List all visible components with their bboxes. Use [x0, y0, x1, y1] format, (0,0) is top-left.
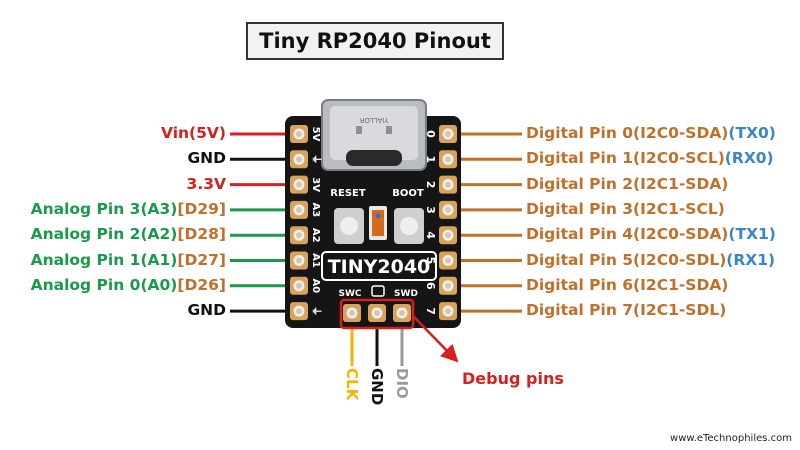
pin-label-part: Digital Pin 1(I2C0-SCL) — [526, 149, 725, 168]
pin-label-part: Analog Pin 3(A3) — [30, 199, 178, 218]
left-silk-5: A1 — [310, 253, 321, 268]
watermark: www.eTechnophiles.com — [670, 433, 792, 444]
right-pad-5 — [439, 251, 457, 270]
board-name-frame — [321, 251, 437, 281]
board-name: TINY2040 — [328, 256, 431, 278]
pin-label-part: Digital Pin 0(I2C0-SDA) — [526, 124, 729, 142]
usb-label: YIALLOR — [359, 116, 389, 124]
pin-label-part: GND — [187, 301, 226, 320]
pin-label-part: Digital Pin 2(I2C1-SDA) — [526, 174, 729, 193]
right-pin-label: Digital Pin 2(I2C1-SDA) — [526, 174, 728, 194]
boot-label: BOOT — [392, 188, 424, 199]
pin-label-part: GND — [187, 149, 226, 168]
right-pads — [439, 125, 457, 321]
pin-label-part: [D26] — [177, 275, 226, 294]
right-silk-5: 5 — [424, 257, 437, 265]
swc-label: SWC — [338, 289, 361, 299]
left-pin-label: Analog Pin 2(A2)[D28] — [31, 224, 226, 244]
right-silk-2: 2 — [424, 181, 437, 189]
right-pin-label: Digital Pin 4(I2C0-SDA)(TX1) — [526, 224, 776, 244]
left-pin-label: Analog Pin 0(A0)[D26] — [31, 275, 226, 295]
right-pin-label: Digital Pin 5(I2C0-SDL)(RX1) — [526, 250, 775, 270]
left-silk-3: A3 — [310, 203, 321, 218]
pin-label-part: Digital Pin 5(I2C0-SDL) — [526, 250, 727, 269]
pin-label-part: [D27] — [177, 250, 226, 269]
left-pin-label: GND — [187, 148, 226, 168]
debug-pin-label: CLK — [343, 368, 361, 401]
right-pad-0 — [439, 125, 457, 143]
left-pin-label: Analog Pin 1(A1)[D27] — [31, 250, 226, 270]
debug-pin-label: DIO — [393, 368, 411, 399]
right-silk-6: 6 — [424, 282, 437, 290]
left-silk-2: 3V — [310, 177, 321, 192]
usb-c-port — [346, 150, 402, 166]
pin-label-part: (TX1) — [728, 225, 776, 244]
left-pin-label: Analog Pin 3(A3)[D29] — [31, 199, 226, 219]
left-pad-1 — [290, 150, 308, 169]
right-pad-7 — [439, 302, 457, 321]
right-silk-4: 4 — [424, 231, 437, 239]
left-silk-7: ⏚ — [310, 306, 322, 316]
right-silk-0: 0 — [424, 130, 437, 138]
right-pin-label: Digital Pin 3(I2C1-SCL) — [526, 199, 725, 219]
pin-label-part: 3.3V — [186, 174, 226, 193]
left-pin-label: 3.3V — [187, 174, 226, 194]
right-silk-1: 1 — [424, 155, 437, 163]
pin-label-part: Digital Pin 3(I2C1-SCL) — [526, 199, 725, 218]
usb-c-shell — [330, 106, 418, 160]
pin-label-part: [D29] — [177, 199, 226, 218]
tiny2040-board: YIALLOR RESET BOOT TINY2040 SWC SWD 5V ⏚ 3… — [285, 99, 461, 328]
debug-pad-2 — [393, 304, 411, 322]
left-silk-0: 5V — [310, 127, 321, 142]
left-pad-0 — [290, 125, 308, 143]
right-pad-3 — [439, 200, 457, 219]
swd-label: SWD — [394, 289, 418, 299]
left-silk-4: A2 — [310, 228, 321, 243]
left-pad-2 — [290, 175, 308, 194]
right-silk-3: 3 — [424, 206, 437, 214]
debug-pins-label: Debug pins — [462, 369, 564, 388]
left-silk-6: A0 — [310, 278, 321, 293]
pin-label-part: (RX0) — [724, 149, 774, 168]
left-pad-5 — [290, 251, 308, 270]
pin-label-part: [D28] — [177, 225, 226, 244]
pin-label-part: Vin(5V) — [160, 124, 226, 142]
right-pad-2 — [439, 175, 457, 194]
left-pin-label: Vin(5V) — [161, 123, 226, 143]
right-pad-1 — [439, 150, 457, 169]
pin-label-part: (TX0) — [728, 124, 776, 142]
right-pad-6 — [439, 276, 457, 295]
pin-label-part: (RX1) — [726, 250, 776, 269]
diagram-title: Tiny RP2040 Pinout — [246, 22, 504, 60]
debug-arrow — [412, 315, 459, 363]
left-pin-label: GND — [187, 300, 226, 320]
pin-label-part: Digital Pin 6(I2C1-SDA) — [526, 275, 729, 294]
bottom-debug-pads — [343, 304, 411, 322]
left-pad-6 — [290, 276, 308, 295]
pin-label-part: Analog Pin 2(A2) — [30, 225, 178, 244]
debug-pin-label: GND — [368, 368, 386, 406]
right-pad-4 — [439, 226, 457, 245]
debug-pad-1 — [368, 304, 386, 322]
reset-label: RESET — [330, 188, 366, 199]
debug-pad-0 — [343, 304, 361, 322]
right-silk-7: 7 — [424, 307, 437, 315]
right-pin-label: Digital Pin 7(I2C1-SDL) — [526, 300, 726, 320]
right-pin-label: Digital Pin 0(I2C0-SDA)(TX0) — [526, 123, 776, 143]
pin-label-part: Analog Pin 1(A1) — [30, 250, 178, 269]
left-pads — [290, 125, 308, 321]
right-pin-label: Digital Pin 6(I2C1-SDA) — [526, 275, 728, 295]
right-pin-label: Digital Pin 1(I2C0-SCL)(RX0) — [526, 148, 774, 168]
left-pad-3 — [290, 200, 308, 219]
pin-label-part: Digital Pin 4(I2C0-SDA) — [526, 225, 729, 244]
left-pad-7 — [290, 302, 308, 321]
debug-highlight-box — [339, 298, 415, 330]
left-silk-1: ⏚ — [310, 154, 322, 164]
left-pad-4 — [290, 226, 308, 245]
pin-label-part: Digital Pin 7(I2C1-SDL) — [526, 301, 727, 320]
pin-label-part: Analog Pin 0(A0) — [30, 275, 178, 294]
